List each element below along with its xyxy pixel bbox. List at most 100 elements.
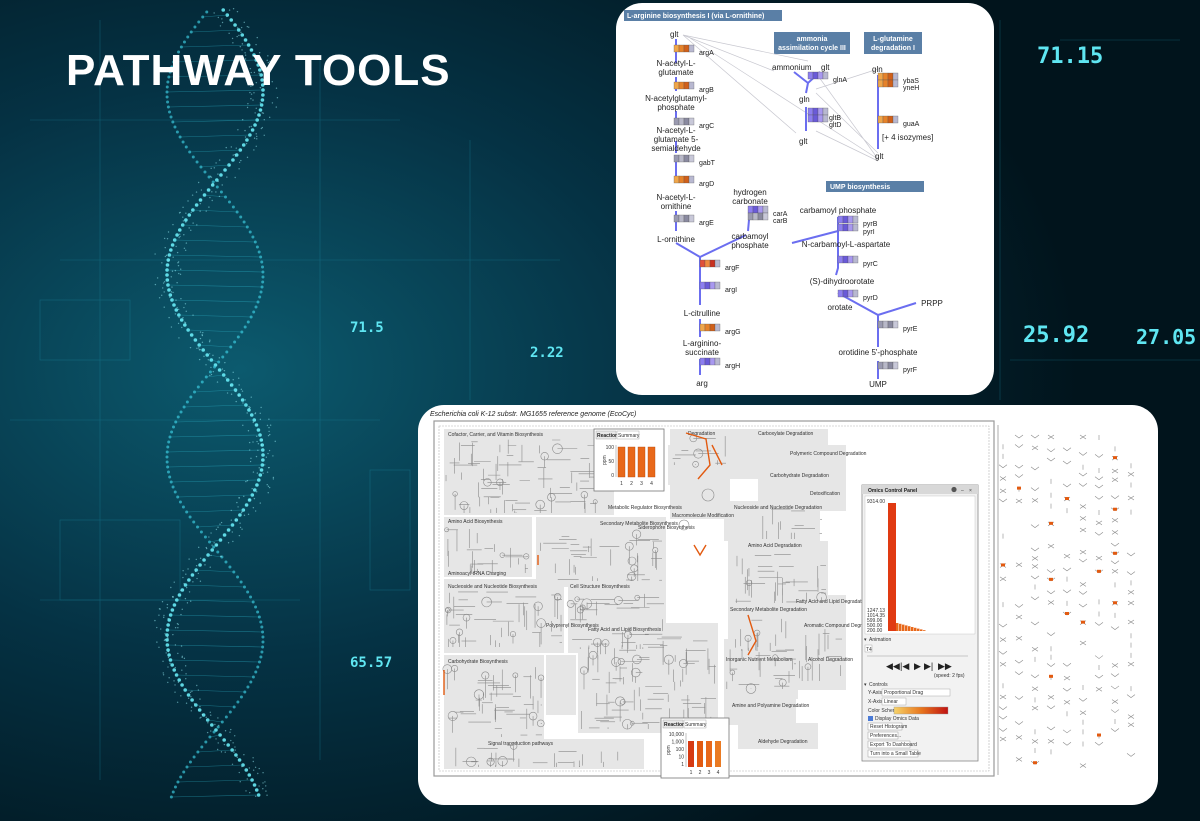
gene-argb[interactable]: argB bbox=[699, 87, 714, 94]
hist-bar[interactable] bbox=[908, 626, 911, 631]
help-icon[interactable] bbox=[951, 487, 956, 492]
metabolite-prpp[interactable]: PRPP bbox=[921, 299, 943, 308]
gene-argg[interactable]: argG bbox=[725, 329, 741, 336]
region-cofactor[interactable] bbox=[444, 429, 614, 515]
gene-ybas[interactable]: ybaS bbox=[903, 78, 919, 85]
metabolite-gln-glutamine[interactable]: gln bbox=[872, 65, 883, 74]
region-siderophore[interactable] bbox=[578, 585, 648, 621]
step-back-icon[interactable]: |◀ bbox=[900, 661, 909, 671]
gene-pyrc[interactable]: pyrC bbox=[863, 261, 878, 268]
reaction-popup-2[interactable]: Reaction Summary ppm 10,0001,00010010112… bbox=[661, 718, 729, 778]
gene-argi[interactable]: argI bbox=[725, 287, 737, 294]
region-aromatic[interactable] bbox=[798, 615, 846, 655]
hist-bar[interactable] bbox=[917, 629, 920, 631]
metabolite-ump[interactable]: UMP bbox=[869, 380, 887, 389]
gene-pyrb[interactable]: pyrB bbox=[863, 221, 878, 228]
step-forward-icon[interactable]: ▶| bbox=[924, 661, 933, 671]
gene-glna[interactable]: glnA bbox=[833, 77, 847, 84]
popup2-bar[interactable] bbox=[688, 741, 694, 767]
metabolite-arg[interactable]: arg bbox=[696, 379, 708, 388]
gene-arga[interactable]: argA bbox=[699, 50, 714, 57]
gene-guaa[interactable]: guaA bbox=[903, 121, 920, 128]
gene-argh[interactable]: argH bbox=[725, 363, 740, 370]
region-amine[interactable] bbox=[724, 695, 796, 725]
play-icon[interactable]: ▶ bbox=[914, 661, 921, 671]
gene-yneh[interactable]: yneH bbox=[903, 85, 919, 92]
metabolite-n-acetyl-glutamate-1[interactable]: N-acetyl-L- bbox=[656, 59, 695, 68]
metabolite-ornithine[interactable]: L-ornithine bbox=[657, 235, 695, 244]
fast-forward-icon[interactable]: ▶▶ bbox=[938, 661, 952, 671]
gene-pyre[interactable]: pyrE bbox=[903, 326, 918, 333]
metabolite-semialdehyde-3[interactable]: semialdehyde bbox=[651, 144, 701, 153]
gene-pyrf[interactable]: pyrF bbox=[903, 367, 917, 374]
gene-carb[interactable]: carB bbox=[773, 218, 788, 225]
color-scheme-select[interactable] bbox=[894, 707, 948, 714]
gene-arge[interactable]: argE bbox=[699, 220, 714, 227]
metabolite-orotate[interactable]: orotate bbox=[828, 303, 853, 312]
isozymes-label[interactable]: [+ 4 isozymes] bbox=[882, 133, 933, 142]
metabolite-semialdehyde-2[interactable]: glutamate 5- bbox=[654, 135, 699, 144]
preferences-button[interactable]: Preferences... bbox=[868, 732, 901, 739]
metabolite-carbamoyl-phosphate[interactable]: carbamoyl phosphate bbox=[800, 206, 877, 215]
hist-bar[interactable] bbox=[911, 627, 914, 631]
metabolite-glt-product[interactable]: glt bbox=[799, 137, 808, 146]
reset-histogram-button[interactable]: Reset Histogram bbox=[868, 723, 907, 730]
close-icon[interactable]: × bbox=[969, 488, 972, 494]
hist-bar[interactable] bbox=[899, 624, 902, 631]
metabolite-citrulline[interactable]: L-citrulline bbox=[684, 309, 721, 318]
minimize-icon[interactable]: – bbox=[961, 488, 964, 494]
export-dashboard-button[interactable]: Export To Dashboard bbox=[868, 741, 917, 748]
gene-gltb[interactable]: gltB bbox=[829, 115, 841, 122]
gene-argd[interactable]: argD bbox=[699, 181, 714, 188]
rewind-icon[interactable]: ◀◀ bbox=[886, 661, 900, 671]
popup1-bar[interactable] bbox=[618, 447, 625, 477]
popup2-bar[interactable] bbox=[697, 741, 703, 767]
region-polyprenyl[interactable] bbox=[546, 655, 576, 715]
metabolite-orotidine[interactable]: orotidine 5'-phosphate bbox=[839, 348, 918, 357]
hist-bar[interactable] bbox=[905, 625, 908, 631]
gene-pyri[interactable]: pyrI bbox=[863, 229, 875, 236]
metabolite-argininosuccinate-1[interactable]: L-arginino- bbox=[683, 339, 722, 348]
metabolite-carbamoyl-1[interactable]: carbamoyl bbox=[732, 232, 769, 241]
region-fatty-bio[interactable] bbox=[578, 623, 718, 733]
metabolite-glt-ammonia[interactable]: glt bbox=[821, 63, 830, 72]
hist-bar[interactable] bbox=[914, 628, 917, 631]
region-alcohol[interactable] bbox=[798, 650, 846, 690]
gene-pyrd[interactable]: pyrD bbox=[863, 295, 878, 302]
hist-bar[interactable] bbox=[920, 629, 923, 631]
metabolite-carbamoyl-2[interactable]: phosphate bbox=[731, 241, 769, 250]
reaction-popup-1[interactable]: Reaction Summary ppm 1005001234 bbox=[594, 429, 664, 491]
gene-gabt[interactable]: gabT bbox=[699, 160, 716, 167]
metabolite-semialdehyde-1[interactable]: N-acetyl-L- bbox=[656, 126, 695, 135]
metabolite-ammonium[interactable]: ammonium bbox=[772, 63, 812, 72]
hist-bar-main[interactable] bbox=[888, 503, 896, 631]
metabolite-n-acetyl-glutamate-2[interactable]: glutamate bbox=[658, 68, 694, 77]
gene-argf[interactable]: argF bbox=[725, 265, 739, 272]
metabolite-glt[interactable]: glt bbox=[670, 30, 679, 39]
metabolite-dihydroorotate[interactable]: (S)-dihydroorotate bbox=[810, 277, 875, 286]
hist-bar[interactable] bbox=[896, 623, 899, 631]
hist-bar[interactable] bbox=[902, 625, 905, 631]
popup1-bar[interactable] bbox=[628, 447, 635, 477]
metabolite-n-acetylglutamyl-2[interactable]: phosphate bbox=[657, 103, 695, 112]
region-carbohydrate-bio[interactable] bbox=[444, 655, 544, 740]
hist-bar[interactable] bbox=[923, 630, 926, 631]
metabolite-argininosuccinate-2[interactable]: succinate bbox=[685, 348, 719, 357]
metabolite-hydrogen-carbonate-2[interactable]: carbonate bbox=[732, 197, 768, 206]
metabolite-gln-ammonia[interactable]: gln bbox=[799, 95, 810, 104]
region-aldehyde[interactable] bbox=[738, 723, 818, 749]
metabolite-carbamoyl-aspartate[interactable]: N-carbamoyl-L-aspartate bbox=[802, 240, 891, 249]
popup2-bar[interactable] bbox=[706, 741, 712, 767]
metabolite-n-acetyl-ornithine-2[interactable]: ornithine bbox=[661, 202, 692, 211]
region-nucleoside-bio[interactable] bbox=[444, 583, 564, 653]
metabolite-glt-glutamine[interactable]: glt bbox=[875, 152, 884, 161]
gene-argc[interactable]: argC bbox=[699, 123, 714, 130]
omics-control-panel[interactable]: Omics Control Panel – × 9314.00 1247.13 … bbox=[862, 485, 978, 761]
metabolite-n-acetyl-ornithine-1[interactable]: N-acetyl-L- bbox=[656, 193, 695, 202]
display-omics-checkbox[interactable] bbox=[868, 716, 873, 721]
gene-cara[interactable]: carA bbox=[773, 211, 788, 218]
popup1-bar[interactable] bbox=[648, 447, 655, 477]
metabolite-n-acetylglutamyl-1[interactable]: N-acetylglutamyl- bbox=[645, 94, 707, 103]
popup2-bar[interactable] bbox=[715, 741, 721, 767]
metabolite-hydrogen-carbonate-1[interactable]: hydrogen bbox=[733, 188, 766, 197]
